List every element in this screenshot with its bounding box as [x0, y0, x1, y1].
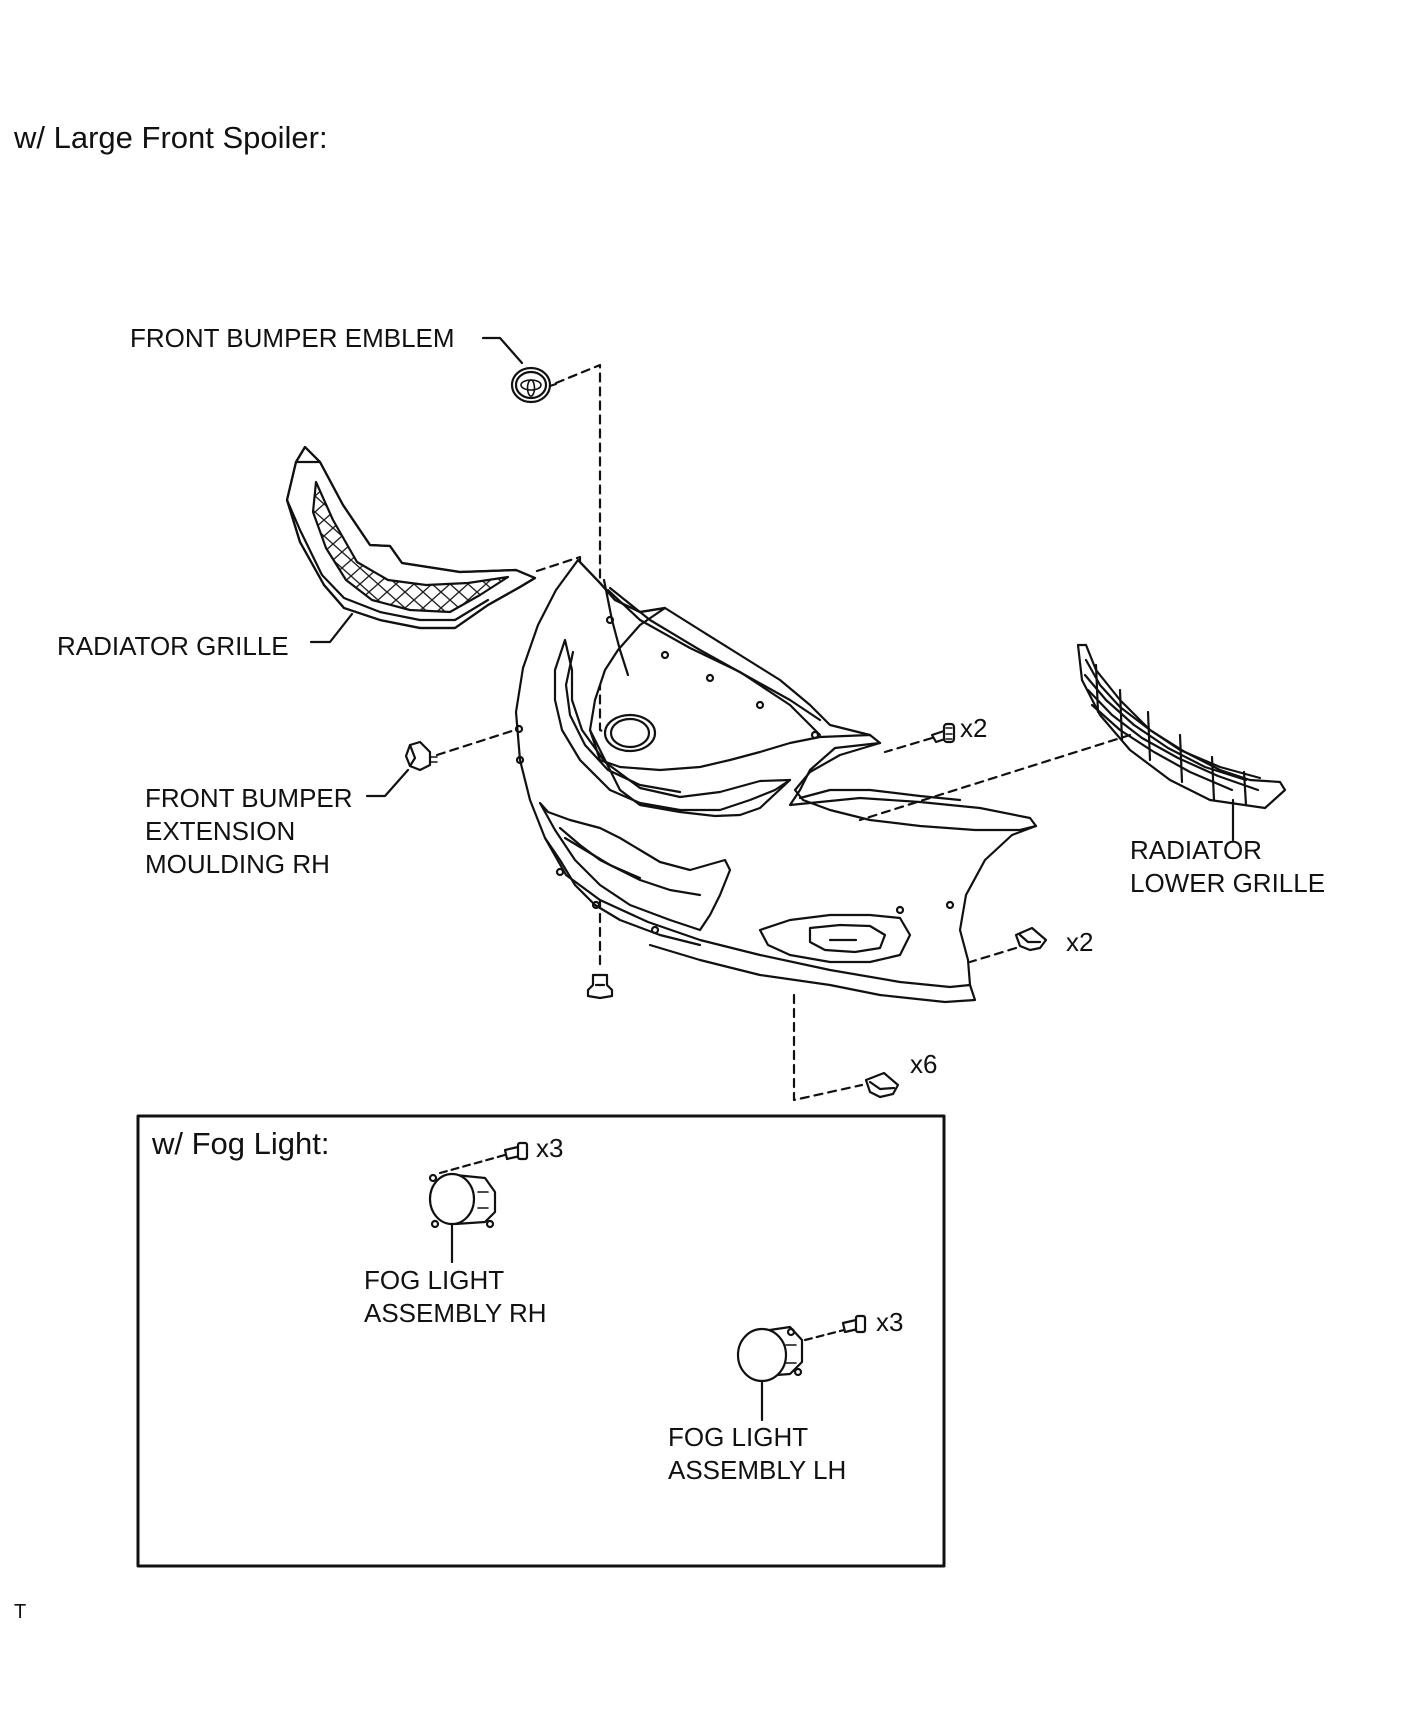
qty-clip-side: x2	[1066, 927, 1094, 957]
label-radiator-grille: RADIATOR GRILLE	[57, 631, 289, 661]
label-lower-grille-line1: RADIATOR	[1130, 835, 1262, 865]
clip-side-part	[1014, 926, 1048, 952]
label-fog-rh-line1: FOG LIGHT	[364, 1265, 505, 1295]
moulding-leader	[365, 768, 410, 798]
radiator-grille-part	[285, 445, 537, 630]
fog-rh-screw-guide	[438, 1153, 507, 1175]
qty-clip-bottom: x6	[910, 1049, 938, 1079]
fog-light-rh-part	[428, 1172, 497, 1229]
front-bumper-emblem-part	[510, 366, 558, 404]
moulding-guide	[435, 728, 517, 757]
radiator-lower-grille-part	[1076, 643, 1287, 810]
label-front-bumper-emblem: FRONT BUMPER EMBLEM	[130, 323, 455, 353]
label-fog-rh-line2: ASSEMBLY RH	[364, 1298, 547, 1328]
qty-fog-rh-screw: x3	[536, 1133, 564, 1163]
fog-rh-screw-part	[503, 1141, 529, 1161]
front-bumper-cover-part	[514, 558, 1038, 1004]
label-fog-lh-line2: ASSEMBLY LH	[668, 1455, 847, 1485]
bolt-top-guide	[883, 736, 934, 754]
emblem-leader	[481, 336, 524, 365]
grille-leader	[309, 612, 354, 644]
emblem-guide-line	[554, 363, 606, 734]
fog-box-title: w/ Fog Light:	[152, 1126, 330, 1161]
qty-fog-lh-screw: x3	[876, 1307, 904, 1337]
clip-side-guide	[968, 946, 1018, 964]
label-fog-lh-line1: FOG LIGHT	[668, 1422, 809, 1452]
extension-moulding-part	[404, 740, 438, 772]
label-lower-grille-line2: LOWER GRILLE	[1130, 868, 1326, 898]
clip-bottom-part	[864, 1071, 900, 1099]
label-extension-moulding-line3: MOULDING RH	[145, 849, 330, 879]
page-heading: w/ Large Front Spoiler:	[14, 120, 328, 155]
clip-bottom-guide	[792, 993, 864, 1102]
fog-light-box	[136, 1114, 946, 1568]
fog-light-lh-part	[736, 1325, 804, 1383]
qty-bolt-top: x2	[960, 713, 988, 743]
label-extension-moulding-line2: EXTENSION	[145, 816, 296, 846]
footer-mark: T	[14, 1601, 27, 1623]
lower-grille-guide	[858, 733, 1132, 822]
push-clip-part	[586, 973, 614, 1000]
label-extension-moulding-line1: FRONT BUMPER	[145, 783, 353, 813]
bolt-top-part	[930, 722, 956, 744]
fog-lh-screw-part	[841, 1314, 867, 1334]
